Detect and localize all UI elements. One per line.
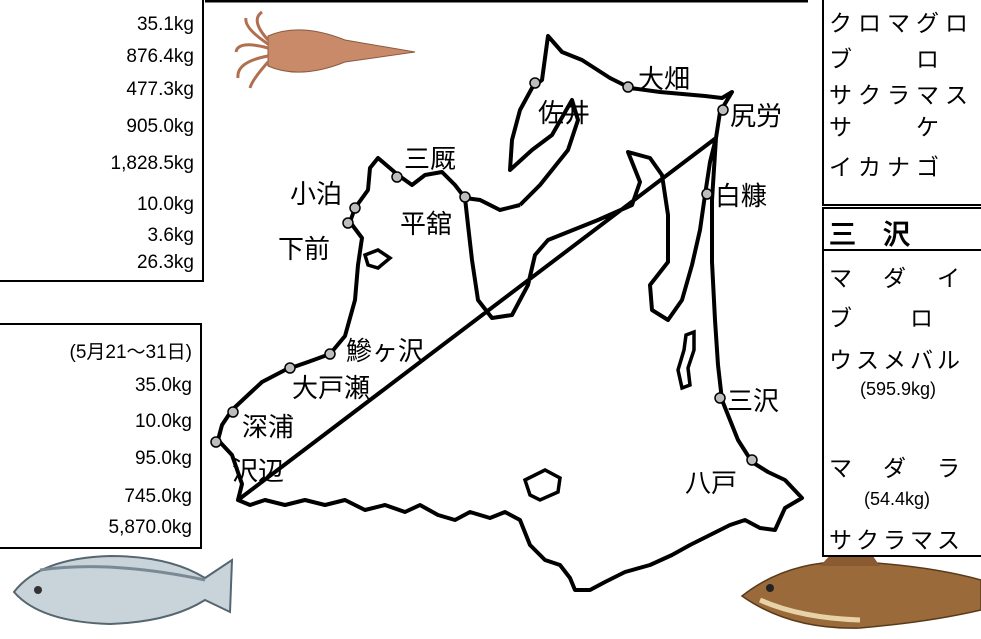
label-shiritsuka: 尻労 — [730, 102, 782, 132]
label-ajigasawa: 鰺ヶ沢 — [346, 337, 424, 367]
value-row: 876.4kg — [126, 46, 194, 67]
squid-icon — [234, 10, 416, 89]
label-kodomari: 小泊 — [290, 180, 342, 210]
label-shimomae: 下前 — [278, 235, 330, 265]
label-shiranuka: 白糠 — [715, 182, 767, 212]
catch-values-list: 35.1kg 876.4kg 477.3kg 905.0kg 1,828.5kg… — [0, 0, 194, 278]
label-misawa: 三沢 — [727, 387, 779, 417]
value-row: 26.3kg — [136, 252, 194, 273]
fish-row: マ ダ イ — [829, 266, 964, 292]
value-row: 905.0kg — [126, 116, 194, 137]
fish-row: イカナゴ — [829, 155, 945, 181]
value-row: 5,870.0kg — [108, 517, 192, 538]
value-row: 35.0kg — [134, 375, 192, 396]
fish-weight: (595.9kg) — [860, 379, 937, 399]
fish-row: ウスメバル — [829, 348, 964, 374]
box-title: 三 沢 — [829, 220, 910, 251]
fish-row: クロマグロ — [829, 11, 974, 37]
label-oohata: 大畑 — [638, 65, 690, 95]
catch-box-misawa: 三 沢 マ ダ イ ブ ロ ウスメバル (595.9kg) マ ダ ラ (54.… — [822, 207, 981, 557]
salmon-icon — [12, 554, 234, 626]
value-row: 10.0kg — [134, 411, 192, 432]
label-tairadate: 平舘 — [400, 210, 452, 240]
fish-row: サ ケ — [829, 115, 945, 141]
fish-row: サクラマス — [829, 528, 964, 554]
cod-icon — [740, 550, 981, 629]
value-row: 477.3kg — [126, 79, 194, 100]
catch-box-right-top: クロマグロ ブ ロ サクラマス サ ケ イカナゴ — [822, 0, 981, 206]
label-fukaura: 深浦 — [242, 413, 294, 443]
catch-box-left-top: 35.1kg 876.4kg 477.3kg 905.0kg 1,828.5kg… — [0, 0, 204, 282]
value-row: 745.0kg — [124, 486, 192, 507]
fish-row: マ ダ ラ — [829, 456, 964, 482]
value-row: 1,828.5kg — [110, 153, 194, 174]
label-minmaya: 三厩 — [404, 145, 456, 175]
value-row: 3.6kg — [147, 225, 194, 246]
catch-box-left-bottom: (5月21～31日) 35.0kg 10.0kg 95.0kg 745.0kg … — [0, 323, 202, 549]
period-header: (5月21～31日) — [69, 342, 193, 363]
value-row: 95.0kg — [134, 448, 192, 469]
fish-row: サクラマス — [829, 83, 974, 109]
value-row: 35.1kg — [136, 14, 194, 35]
fish-row: ブ ロ — [829, 306, 937, 332]
value-row: 10.0kg — [136, 194, 194, 215]
label-sai: 佐井 — [538, 99, 590, 129]
label-sawabe: 沢辺 — [232, 457, 284, 487]
fish-weight: (54.4kg) — [864, 489, 931, 509]
label-hachinohe: 八戸 — [685, 469, 737, 499]
coastline — [216, 34, 804, 592]
fish-row: ブ ロ — [829, 47, 945, 73]
port-markers — [210, 77, 758, 466]
label-ooto: 大戸瀬 — [292, 374, 370, 404]
catch-values-list-2: (5月21～31日) 35.0kg 10.0kg 95.0kg 745.0kg … — [0, 325, 193, 545]
